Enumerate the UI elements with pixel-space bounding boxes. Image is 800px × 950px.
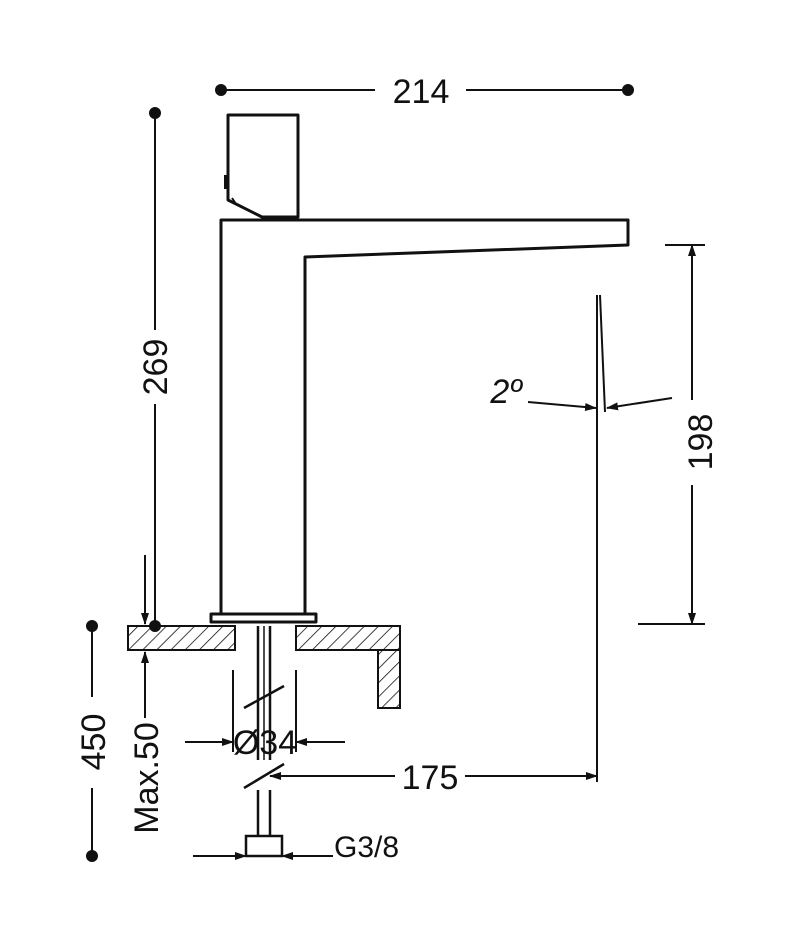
dimension-overall-width bbox=[215, 84, 634, 96]
label-overall-width: 214 bbox=[393, 73, 450, 111]
countertop-section bbox=[127, 625, 401, 709]
water-stream-angle bbox=[527, 294, 673, 782]
label-spout-height: 198 bbox=[682, 414, 720, 471]
base-plate bbox=[209, 612, 318, 624]
dimension-hole-diameter bbox=[185, 670, 345, 752]
dimension-hose-length bbox=[86, 620, 98, 862]
dimension-spout-height bbox=[638, 244, 705, 625]
label-reach: 175 bbox=[402, 759, 459, 797]
dimension-overall-height bbox=[149, 107, 161, 632]
label-connection: G3/8 bbox=[334, 831, 399, 864]
label-max-thickness: Max.50 bbox=[128, 722, 166, 834]
lever-handle bbox=[226, 113, 300, 219]
label-hole-diameter: Ø34 bbox=[233, 724, 297, 762]
label-overall-height: 269 bbox=[137, 339, 175, 396]
label-hose-length: 450 bbox=[75, 714, 113, 771]
label-angle: 2º bbox=[489, 373, 523, 411]
faucet-outline bbox=[209, 113, 630, 624]
g38-connector bbox=[244, 834, 284, 858]
faucet-body bbox=[219, 218, 630, 614]
connection-hose bbox=[243, 626, 285, 858]
